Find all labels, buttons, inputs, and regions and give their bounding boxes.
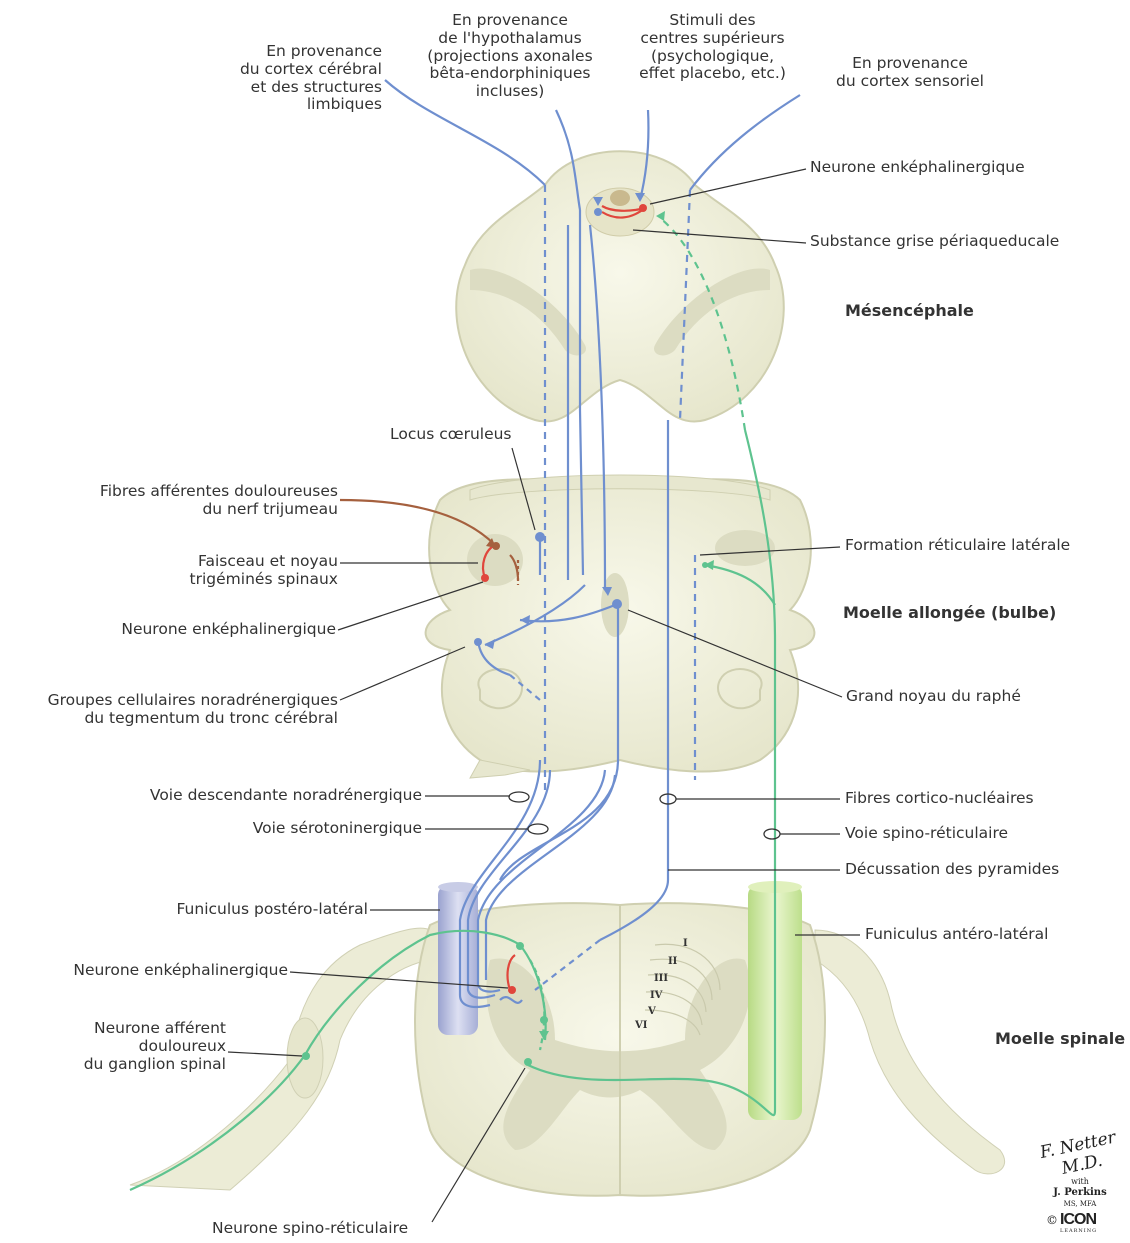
- icon-publisher-sub: LEARNING: [1060, 1228, 1097, 1234]
- enk-neuron-spinal: [508, 986, 516, 994]
- lamina-ii-label: II: [668, 956, 677, 967]
- signature-with: with: [1030, 1177, 1130, 1186]
- spinal-nerve-right: [815, 930, 1005, 1174]
- label-neurone-enk-mid: Neurone enképhalinergique: [80, 621, 336, 639]
- icon-publisher: ICON: [1060, 1211, 1096, 1229]
- ring-serotonergic: [528, 824, 548, 834]
- enk-neuron-medulla: [481, 574, 489, 582]
- label-hypothalamus: En provenance de l'hypothalamus (project…: [410, 12, 610, 101]
- label-moelle-allongee: Moelle allongée (bulbe): [843, 604, 1083, 622]
- label-decussation: Décussation des pyramides: [845, 861, 1105, 879]
- label-fibres-cortico: Fibres cortico-nucléaires: [845, 790, 1085, 808]
- ganglion-neuron: [302, 1052, 310, 1060]
- label-neurone-enk-bottom: Neurone enképhalinergique: [30, 962, 288, 980]
- label-formation: Formation réticulaire latérale: [845, 537, 1105, 555]
- spino-reticular-neuron: [524, 1058, 532, 1066]
- label-voie-noradr: Voie descendante noradrénergique: [100, 787, 422, 805]
- label-funiculus-antero: Funiculus antéro-latéral: [865, 926, 1105, 944]
- label-grand-noyau: Grand noyau du raphé: [846, 688, 1066, 706]
- pathway-sensorial: [690, 95, 800, 190]
- label-neurone-afferent: Neurone afférent douloureux du ganglion …: [40, 1020, 226, 1073]
- lamina-iv-label: IV: [650, 990, 662, 1001]
- mesencephalon-section: [456, 151, 784, 421]
- enk-neuron-pag: [639, 204, 647, 212]
- signature-block: F. Netter M.D. with J. Perkins MS, MFA ©…: [1030, 1135, 1130, 1240]
- label-groupes: Groupes cellulaires noradrénergiques du …: [4, 692, 338, 728]
- copyright-symbol: ©: [1046, 1213, 1058, 1227]
- label-neurone-spino: Neurone spino-réticulaire: [212, 1220, 472, 1238]
- aqueduct: [610, 190, 630, 206]
- ring-noradrenergic: [509, 792, 529, 802]
- signature-coauthor: J. Perkins: [1030, 1187, 1130, 1198]
- lamina-vi-label: VI: [635, 1020, 647, 1031]
- label-voie-sero: Voie sérotoninergique: [190, 820, 422, 838]
- icon-learning-logo: © ICON LEARNING: [1046, 1211, 1118, 1237]
- pag-neuron-blue: [594, 208, 602, 216]
- label-voie-spino: Voie spino-réticulaire: [845, 825, 1085, 843]
- ring-spino-reticular: [764, 829, 780, 839]
- spinal-local-neuron: [540, 1016, 548, 1024]
- label-stimuli: Stimuli des centres supérieurs (psycholo…: [625, 12, 800, 83]
- label-faisceau: Faisceau et noyau trigéminés spinaux: [160, 553, 338, 589]
- lamina-i-label: I: [683, 938, 688, 949]
- afferent-dorsal-neuron: [516, 942, 524, 950]
- label-funiculus-postero: Funiculus postéro-latéral: [120, 901, 368, 919]
- lamina-v-label: V: [648, 1006, 656, 1017]
- raphe-neuron: [612, 599, 622, 609]
- signature-credentials: MS, MFA: [1030, 1200, 1130, 1208]
- label-moelle-spinale: Moelle spinale: [995, 1030, 1130, 1048]
- medulla-section: [426, 475, 815, 778]
- netter-signature: F. Netter M.D.: [1027, 1125, 1130, 1185]
- label-neurone-enk-top: Neurone enképhalinergique: [810, 159, 1070, 177]
- label-fibres-trijumeau: Fibres afférentes douloureuses du nerf t…: [60, 483, 338, 519]
- label-sensoriel: En provenance du cortex sensoriel: [820, 55, 1000, 91]
- label-cortex: En provenance du cortex cérébral et des …: [180, 43, 382, 114]
- label-substance-grise: Substance grise périaqueducale: [810, 233, 1110, 251]
- label-locus: Locus cœruleus: [390, 426, 540, 444]
- lamina-iii-label: III: [654, 973, 668, 984]
- noradr-group-neuron: [474, 638, 482, 646]
- locus-coeruleus-neuron: [535, 532, 545, 542]
- label-mesencephale: Mésencéphale: [845, 302, 1025, 320]
